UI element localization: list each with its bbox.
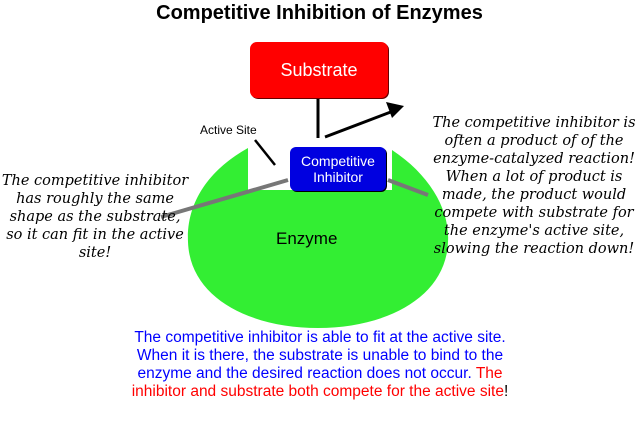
caption-end-mark: ! [503, 383, 509, 400]
reaction-arrowhead [386, 102, 404, 118]
left-annotation: The competitive inhibitor has roughly th… [1, 173, 189, 261]
active-site-pointer [254, 139, 276, 166]
caption: The competitive inhibitor is able to fit… [120, 329, 520, 401]
left-note-pointer [160, 178, 289, 219]
enzyme-label: Enzyme [276, 229, 338, 248]
reaction-arrow [324, 108, 397, 139]
caption-red-text: The inhibitor and substrate both compete… [131, 365, 504, 400]
diagram-title: Competitive Inhibition of Enzymes [156, 2, 483, 24]
substrate-label: Substrate [280, 59, 358, 80]
right-note-pointer [387, 178, 429, 197]
competitive-inhibitor-box: Competitive Inhibitor [290, 147, 386, 191]
substrate-box: Substrate [250, 42, 388, 98]
active-site-label: Active Site [200, 123, 257, 137]
caption-blue-text: The competitive inhibitor is able to fit… [134, 329, 506, 382]
right-annotation: The competitive inhibitor is often a pro… [432, 115, 636, 257]
competitive-inhibitor-label: Competitive Inhibitor [301, 153, 375, 185]
enzyme-shape [187, 148, 449, 328]
